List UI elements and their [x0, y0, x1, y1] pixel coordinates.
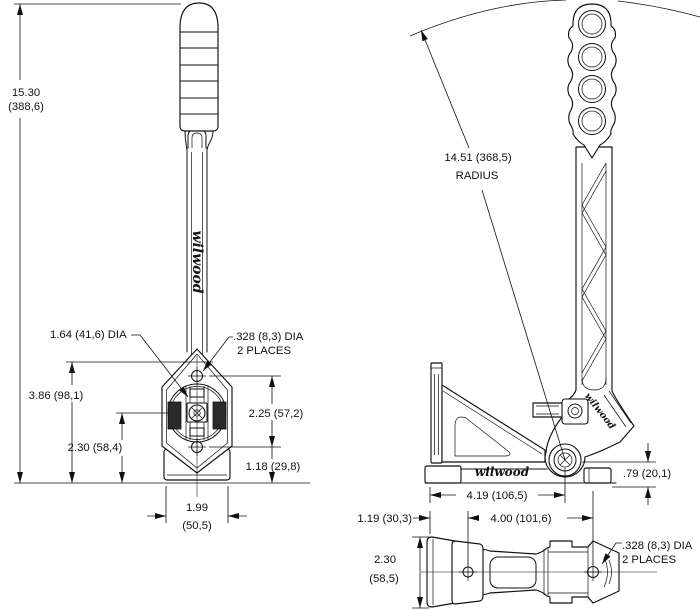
dim-base-width: 1.99 (50,5) [147, 486, 247, 532]
dim-overall-height-mm: (388,6) [8, 101, 44, 113]
dim-bracket-width: 2.30 (58,5) [369, 536, 429, 609]
clamp-jaw-left [167, 401, 182, 430]
front-view: wilwood [8, 2, 310, 532]
dim-lower-hole-to-base-label: 1.18 (29,8) [246, 461, 301, 473]
leader-center-bore: 1.64 (41,6) DIA [50, 329, 189, 398]
dim-handle-radius: 14.51 (368,5) [444, 152, 511, 164]
dim-base-width-mm: (50,5) [182, 520, 212, 532]
dim-hole-spacing: 2.25 (57,2) [209, 375, 304, 448]
dim-pivot-to-base-label: 2.30 (58,4) [68, 442, 123, 454]
side-lever: wilwood [532, 146, 635, 478]
leader-mount-holes: .328 (8,3) DIA 2 PLACES [202, 331, 304, 372]
finger-hole [578, 75, 606, 103]
side-grip [567, 3, 617, 159]
dim-top-hole-to-base: 3.86 (98,1) [29, 361, 213, 483]
radius-dimension: 14.51 (368,5) RADIUS [409, 0, 700, 461]
dim-bracket-width-in: 2.30 [374, 554, 396, 566]
cable-clevis [561, 398, 589, 425]
dim-base-width-in: 1.99 [186, 502, 208, 514]
bracket-foot-right [583, 467, 612, 484]
dim-pivot-height: .79 (20,1) [582, 443, 671, 505]
lever-shaft: wilwood [184, 128, 214, 362]
dim-overall-height: 15.30 (388,6) [8, 3, 181, 483]
dim-overall-height-in: 15.30 [12, 87, 40, 99]
dim-bottom-hole-spacing-label: 4.00 (101,6) [491, 513, 552, 525]
dim-bracket-length-label: 4.19 (106,5) [467, 490, 528, 502]
wilwood-logo-front: wilwood [189, 230, 205, 293]
dim-edge-to-first-hole-label: 1.19 (30,3) [357, 513, 412, 525]
clevis-hole [567, 403, 583, 419]
dim-mount-holes-dia: .328 (8,3) DIA [233, 331, 304, 343]
bottom-view: 1.19 (30,3) 4.00 (101,6) 2.30 (58,5) .32… [357, 491, 693, 609]
dim-mount-holes-places: 2 PLACES [237, 345, 291, 357]
dim-center-bore-label: 1.64 (41,6) DIA [50, 329, 127, 341]
dim-pivot-height-label: .79 (20,1) [623, 468, 672, 480]
dim-bottom-hole-spacing: 4.00 (101,6) [468, 491, 594, 565]
truss-cutouts [581, 162, 607, 391]
handle-grip [179, 2, 219, 132]
gusset-cutout [454, 416, 511, 457]
dim-handle-radius-word: RADIUS [456, 170, 499, 182]
dim-top-hole-to-base-label: 3.86 (98,1) [29, 390, 84, 402]
finger-hole [578, 10, 606, 38]
dim-hole-spacing-label: 2.25 (57,2) [249, 408, 304, 420]
mounting-bracket: wilwood [424, 362, 617, 484]
base-assembly [161, 348, 233, 497]
bracket-flange [430, 362, 443, 464]
radius-arc [409, 0, 567, 37]
bracket-foot-left [424, 465, 462, 484]
finger-hole [578, 107, 606, 135]
dim-bottom-holes-places: 2 PLACES [622, 554, 676, 566]
dim-bracket-width-mm: (58,5) [369, 573, 399, 585]
dim-edge-to-first-hole: 1.19 (30,3) [357, 511, 469, 565]
clamp-pad [451, 540, 484, 605]
dim-bracket-length: 4.19 (106,5) [429, 468, 566, 503]
finger-hole [578, 43, 606, 71]
bottom-cutout [489, 556, 537, 589]
dim-lower-hole-to-base: 1.18 (29,8) [246, 447, 301, 483]
dim-bottom-holes-dia: .328 (8,3) DIA [622, 540, 693, 552]
wilwood-logo-bracket: wilwood [475, 465, 530, 479]
clamp-jaw-right [212, 401, 227, 430]
side-view: wilwood wilwood [409, 0, 700, 505]
dim-pivot-to-base: 2.30 (58,4) [68, 412, 169, 483]
leader-bottom-holes: .328 (8,3) DIA 2 PLACES [601, 540, 693, 566]
